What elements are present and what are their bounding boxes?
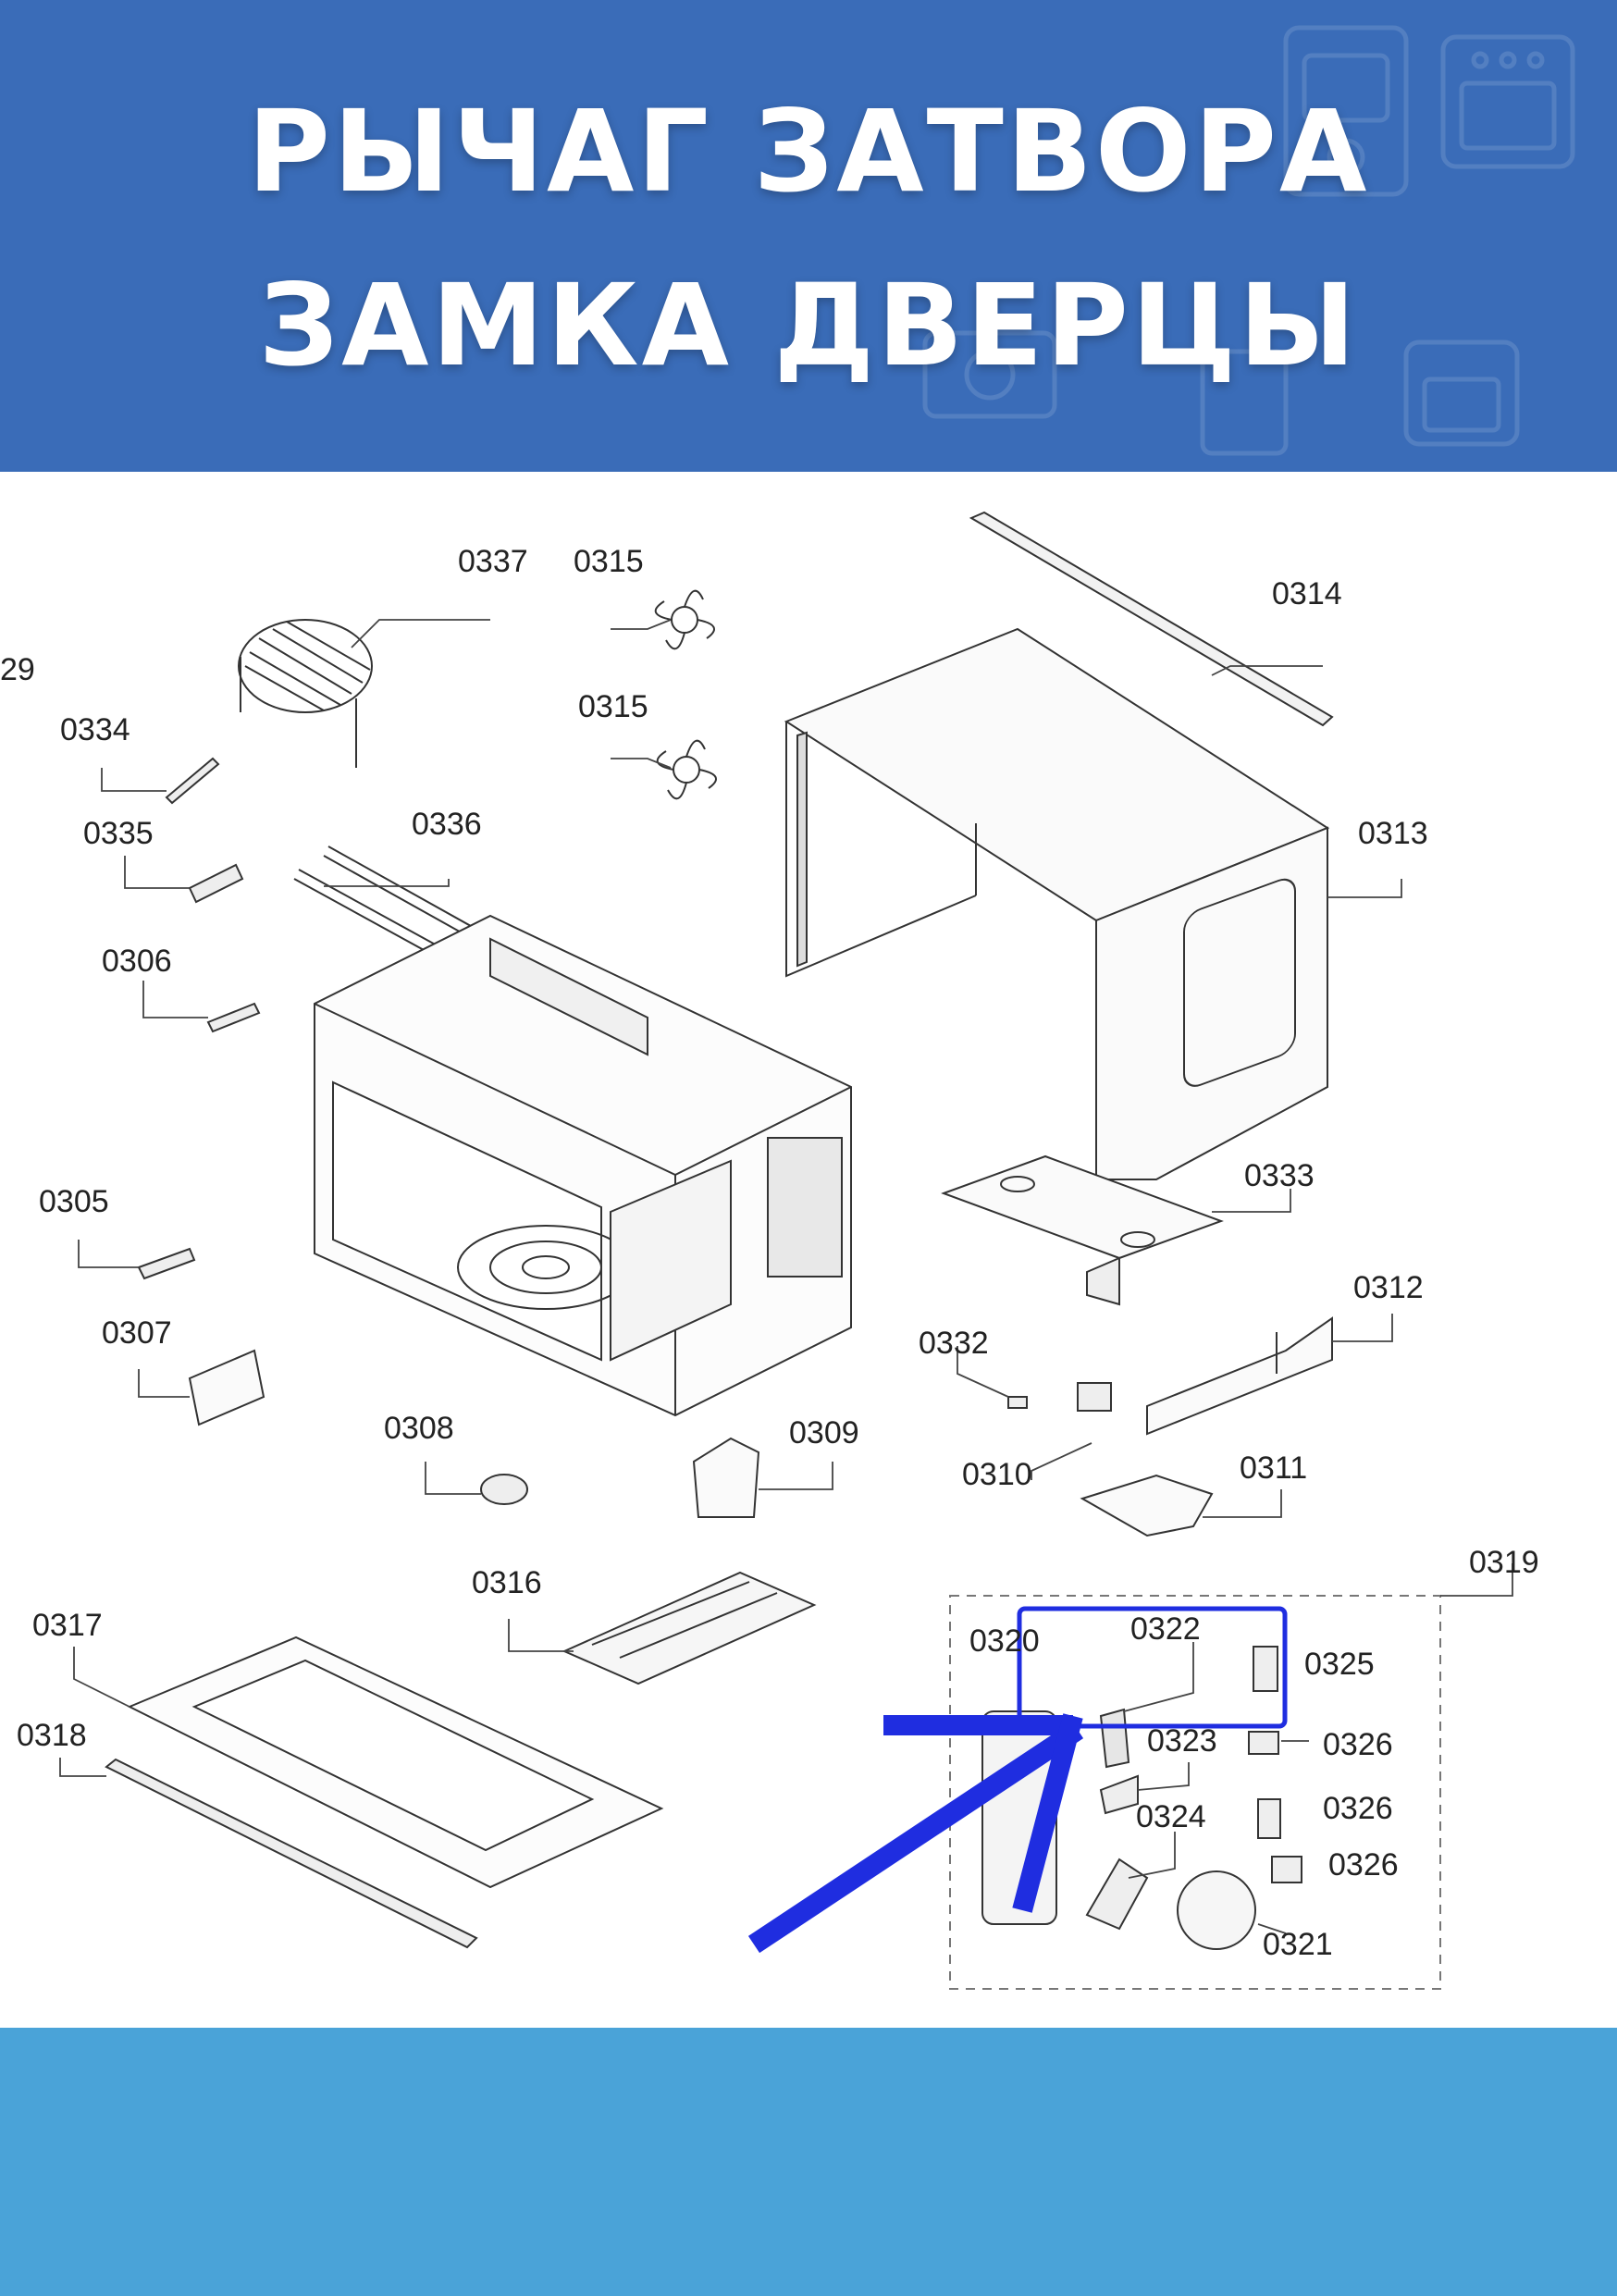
highlight-arrow	[747, 1713, 1084, 1954]
label-0309: 0309	[789, 1415, 859, 1450]
label-0326-b: 0326	[1323, 1791, 1393, 1826]
label-0318: 0318	[17, 1718, 87, 1753]
label-0306: 0306	[102, 944, 172, 979]
label-0308: 0308	[384, 1411, 454, 1446]
part-0325-switch	[1253, 1646, 1278, 1692]
label-0329: 29	[0, 652, 35, 687]
appliance-pattern-decoration	[922, 25, 1575, 456]
label-0321: 0321	[1263, 1927, 1333, 1962]
diagram-canvas: 29 0337 0315 0314 0334 0315 0335 0336 03…	[0, 511, 1539, 1990]
part-0305-latch	[137, 1247, 196, 1280]
part-0334-pin	[165, 757, 220, 805]
part-0318-rail	[105, 1758, 478, 1949]
part-0315-fan-a	[654, 589, 715, 650]
header-banner: РЫЧАГ ЗАТВОРА ЗАМКА ДВЕРЦЫ	[0, 0, 1617, 472]
part-0337-grill-rack	[238, 619, 373, 768]
label-0323: 0323	[1147, 1723, 1217, 1759]
label-0319: 0319	[1469, 1545, 1539, 1580]
part-0321-motor	[1177, 1870, 1256, 1950]
label-0314: 0314	[1272, 576, 1342, 611]
part-0310-switch	[1077, 1382, 1112, 1412]
label-0334: 0334	[60, 712, 130, 747]
label-0336: 0336	[412, 807, 482, 842]
part-0312-bracket	[1146, 1316, 1333, 1436]
exploded-parts-diagram: 29 0337 0315 0314 0334 0315 0335 0336 03…	[0, 472, 1617, 2028]
part-0315-fan-b	[656, 739, 717, 800]
part-0324-spring	[1085, 1858, 1149, 1931]
label-0324: 0324	[1136, 1799, 1206, 1834]
part-0333-plate	[941, 1154, 1224, 1306]
label-0320: 0320	[969, 1623, 1040, 1659]
footer-band	[0, 2028, 1617, 2296]
part-0322-lever	[1099, 1708, 1130, 1769]
oven-cavity	[314, 914, 852, 1417]
label-0311: 0311	[1240, 1450, 1307, 1486]
label-0305: 0305	[39, 1184, 109, 1219]
label-0307: 0307	[102, 1315, 172, 1351]
label-0326-c: 0326	[1328, 1847, 1399, 1882]
part-0335-clip	[188, 863, 244, 904]
page-title: РЫЧАГ ЗАТВОРА ЗАМКА ДВЕРЦЫ	[0, 65, 1617, 413]
label-0317: 0317	[32, 1608, 103, 1643]
part-0307-plate	[188, 1349, 265, 1426]
label-0337: 0337	[458, 544, 528, 579]
part-0306-bracket	[206, 1002, 261, 1033]
part-0323-hook	[1099, 1774, 1139, 1815]
label-0313: 0313	[1358, 816, 1428, 851]
part-0332-clip	[1007, 1396, 1028, 1409]
part-0308-motor	[480, 1474, 528, 1505]
highlight-box-0322	[1017, 1606, 1288, 1729]
label-0322: 0322	[1130, 1611, 1201, 1647]
label-0315-b: 0315	[578, 689, 648, 724]
label-0326-a: 0326	[1323, 1727, 1393, 1762]
label-0312: 0312	[1353, 1270, 1424, 1305]
part-0314-rail	[969, 511, 1334, 727]
part-0326-switches	[1248, 1731, 1302, 1883]
label-0332: 0332	[919, 1326, 989, 1361]
label-0325: 0325	[1304, 1647, 1375, 1682]
label-0335: 0335	[83, 816, 154, 851]
part-0309-transformer	[692, 1437, 760, 1518]
title-line-1: РЫЧАГ ЗАТВОРА	[247, 86, 1370, 217]
label-0310: 0310	[962, 1457, 1032, 1492]
label-0333: 0333	[1244, 1158, 1315, 1193]
part-0311-sheet	[1080, 1474, 1214, 1537]
part-0316-board	[562, 1571, 817, 1685]
part-0317-base-frame	[127, 1636, 664, 1889]
group-0319-box	[949, 1595, 1441, 1990]
title-line-2: ЗАМКА ДВЕРЦЫ	[258, 260, 1359, 391]
label-0316: 0316	[472, 1565, 542, 1600]
part-0313-casing	[784, 627, 1330, 1180]
label-0315-a: 0315	[574, 544, 644, 579]
